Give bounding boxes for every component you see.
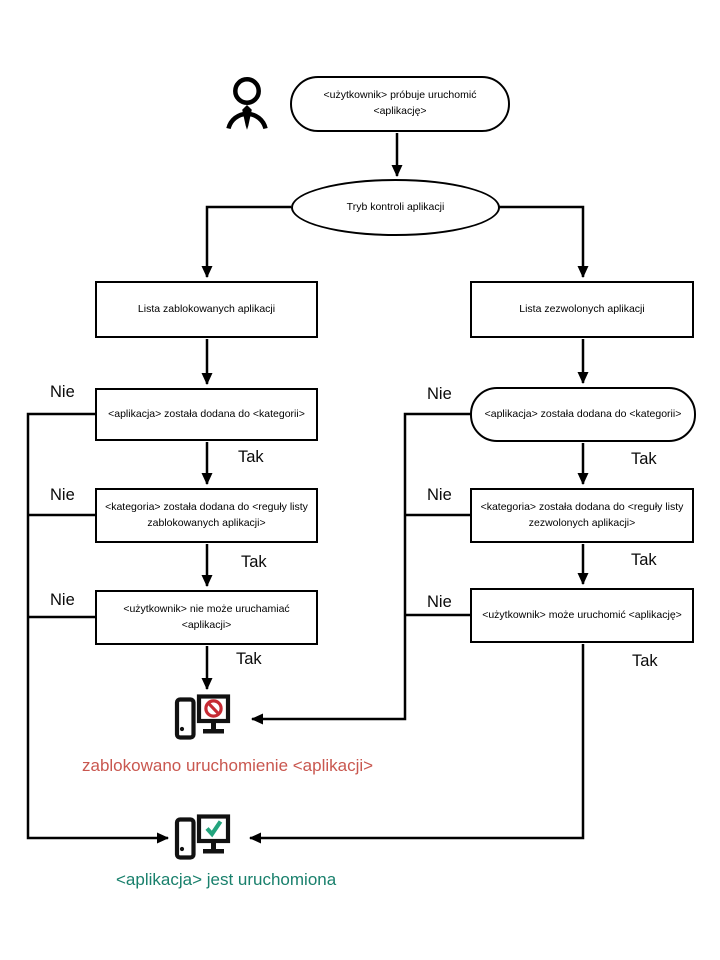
running-caption: <aplikacja> jest uruchomiona xyxy=(116,870,337,889)
allowed-rule-node: <kategoria> została dodana do <reguły li… xyxy=(470,488,694,543)
label-tak: Tak xyxy=(631,551,657,569)
label-tak: Tak xyxy=(241,553,267,571)
computer-running-icon xyxy=(173,812,231,864)
allowed-list-node: Lista zezwolonych aplikacji xyxy=(470,281,694,338)
blocked-list-node: Lista zablokowanych aplikacji xyxy=(95,281,318,338)
user-head xyxy=(233,77,261,105)
tower-dot xyxy=(179,846,185,852)
user-tie xyxy=(242,105,252,130)
edge-allowed-result-to-running-icon xyxy=(249,644,585,844)
blocked-category-node: <aplikacja> została dodana do <kategorii… xyxy=(95,388,318,441)
label-nie: Nie xyxy=(50,486,75,504)
label-tak: Tak xyxy=(631,450,657,468)
allowed-category-node: <aplikacja> została dodana do <kategorii… xyxy=(470,387,696,442)
label-nie: Nie xyxy=(427,593,452,611)
check-icon xyxy=(205,820,223,838)
computer-tower xyxy=(174,817,196,860)
monitor-base xyxy=(203,729,224,734)
label-tak: Tak xyxy=(632,652,658,670)
monitor-neck xyxy=(211,841,216,849)
label-tak: Tak xyxy=(236,650,262,668)
label-tak: Tak xyxy=(238,448,264,466)
computer-blocked-icon xyxy=(173,692,231,744)
tower-dot xyxy=(179,726,185,732)
edge-allowed-nie-rail-to-blocked-icon xyxy=(251,412,471,725)
blocked-caption: zablokowano uruchomienie <aplikacji> xyxy=(82,756,374,775)
edge-mode-to-blocked-list xyxy=(201,205,291,278)
computer-tower xyxy=(174,697,196,740)
edge-mode-to-allowed-list xyxy=(499,205,589,278)
label-nie: Nie xyxy=(427,486,452,504)
monitor-neck xyxy=(211,721,216,729)
label-nie: Nie xyxy=(50,383,75,401)
user-icon xyxy=(226,75,268,133)
start-node: <użytkownik> próbuje uruchomić <aplikacj… xyxy=(290,76,510,132)
blocked-result-node: <użytkownik> nie może uruchamiać <aplika… xyxy=(95,590,318,645)
allowed-result-node: <użytkownik> może uruchomić <aplikację> xyxy=(470,588,694,643)
mode-node: Tryb kontroli aplikacji xyxy=(291,179,500,236)
edge-blocked-nie-rail-to-running-icon xyxy=(26,412,169,844)
monitor-base xyxy=(203,849,224,854)
prohibition-icon xyxy=(204,699,223,718)
label-nie: Nie xyxy=(427,385,452,403)
label-nie: Nie xyxy=(50,591,75,609)
blocked-rule-node: <kategoria> została dodana do <reguły li… xyxy=(95,488,318,543)
